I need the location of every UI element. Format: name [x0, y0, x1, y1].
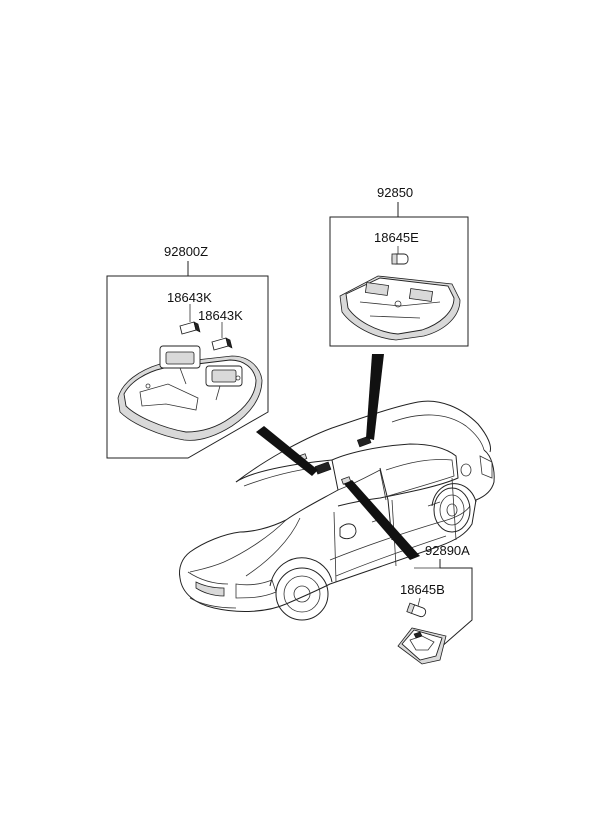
label-18643K-1: 18643K [167, 290, 212, 305]
car-illustration [179, 400, 495, 621]
bulb-18645e [391, 253, 409, 265]
front-lamp-group [106, 261, 269, 459]
label-92890A: 92890A [425, 543, 470, 558]
pointer-wedge-personal-lamp [344, 480, 420, 560]
personal-lamp-assembly [397, 627, 447, 665]
personal-lamp-bracket [439, 559, 473, 649]
bulb-18645b [406, 602, 427, 618]
personal-lamp-group [397, 559, 473, 665]
room-lamp-group-box [329, 216, 469, 347]
label-18645B: 18645B [400, 582, 445, 597]
room-lamp-group [329, 202, 469, 347]
pointer-wedge-front-lamp [256, 426, 318, 476]
room-lamp-assembly [339, 275, 461, 341]
label-18643K-2: 18643K [198, 308, 243, 323]
bulb-18643k-1 [179, 321, 201, 335]
front-lamp-assembly [117, 345, 263, 441]
bulb-18643k-2 [211, 337, 233, 351]
pointer-wedge-room-lamp [366, 354, 384, 440]
front-lamp-group-box [106, 275, 269, 459]
label-92800Z: 92800Z [164, 244, 208, 259]
label-18645E: 18645E [374, 230, 419, 245]
label-92850: 92850 [377, 185, 413, 200]
